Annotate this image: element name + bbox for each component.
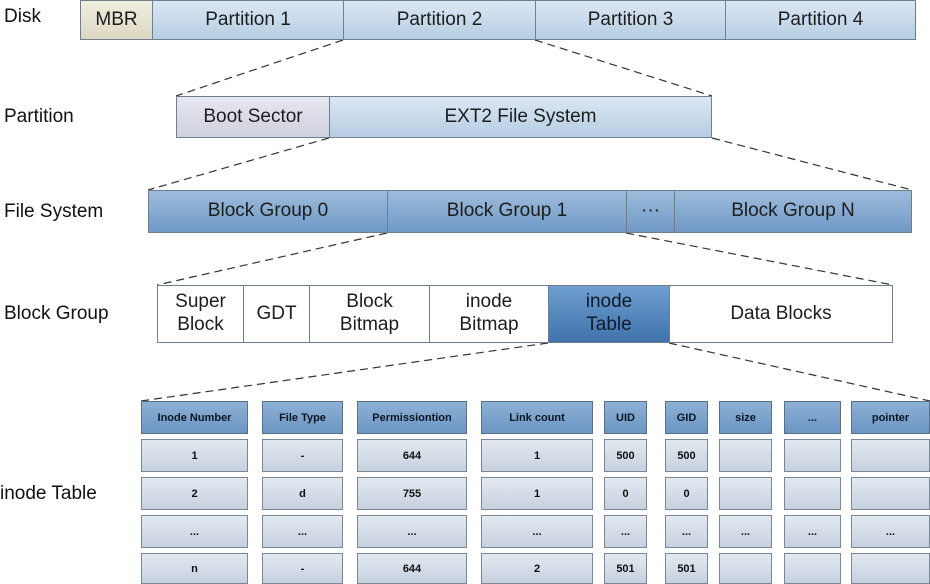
table-cell [719,477,772,510]
table-cell [784,477,841,510]
disk-partition-2: Partition 2 [343,0,536,40]
table-cell [851,439,930,472]
table-cell [851,553,930,584]
label-file-system: File System [4,201,104,222]
bg-inode-table-line1: inode [585,291,633,313]
connector-line [625,232,894,286]
bg-inode-bitmap: inode Bitmap [429,285,549,343]
table-cell [851,477,930,510]
fs-block-group-0: Block Group 0 [148,190,388,233]
bg-super-block-line1: Super [175,291,226,313]
connector-line [668,342,930,402]
table-cell: ... [719,515,772,548]
connector-line [534,39,713,97]
table-cell: n [141,553,248,584]
bg-inode-bitmap-line1: inode [465,291,513,313]
connector-line [140,342,549,402]
table-cell: - [262,553,343,584]
table-cell: 0 [665,477,708,510]
label-partition: Partition [4,106,74,127]
table-cell: 644 [357,439,467,472]
table-cell: 0 [604,477,647,510]
table-cell: ... [665,515,708,548]
table-cell: 501 [604,553,647,584]
disk-mbr: MBR [80,0,153,40]
table-cell: ... [604,515,647,548]
disk-partition-4: Partition 4 [725,0,916,40]
bg-super-block-line2: Block [177,314,224,335]
table-cell: 644 [357,553,467,584]
table-cell [784,439,841,472]
table-cell [784,553,841,584]
label-block-group: Block Group [4,303,109,324]
bg-gdt: GDT [243,285,310,343]
fs-block-group-1: Block Group 1 [387,190,627,233]
table-cell: 501 [665,553,708,584]
table-cell: ... [851,515,930,548]
bg-super-block: Super Block [157,285,244,343]
partition-ext2-file-system: EXT2 File System [329,96,712,138]
table-header-cell: ... [784,401,841,434]
table-cell: ... [481,515,593,548]
table-header-cell: Link count [481,401,593,434]
table-cell: - [262,439,343,472]
table-cell: ... [262,515,343,548]
partition-boot-sector: Boot Sector [176,96,330,138]
label-inode-table: inode Table [0,483,97,504]
table-cell: ... [784,515,841,548]
table-cell: 500 [665,439,708,472]
table-header-cell: Permissiontion [357,401,467,434]
table-header-cell: UID [604,401,647,434]
fs-ellipsis: ··· [626,190,675,233]
table-cell: 2 [141,477,248,510]
table-header-cell: size [719,401,772,434]
fs-block-group-n: Block Group N [674,190,912,233]
table-cell: ... [141,515,248,548]
table-cell: 1 [141,439,248,472]
bg-block-bitmap-line2: Bitmap [339,314,400,335]
table-header-cell: GID [665,401,708,434]
connector-line [147,137,330,191]
connector-line [175,39,344,97]
connector-line [711,137,913,191]
table-cell: 2 [481,553,593,584]
table-header-cell: Inode Number [141,401,248,434]
table-cell: d [262,477,343,510]
connector-line [156,232,388,286]
label-disk: Disk [4,6,41,27]
disk-partition-3: Partition 3 [535,0,726,40]
table-cell: 1 [481,477,593,510]
table-cell [719,439,772,472]
table-cell [719,553,772,584]
bg-block-bitmap: Block Bitmap [309,285,430,343]
table-cell: 755 [357,477,467,510]
bg-block-bitmap-line1: Block [346,291,393,313]
bg-inode-bitmap-line2: Bitmap [459,314,519,335]
bg-inode-table: inode Table [548,285,670,343]
table-header-cell: pointer [851,401,930,434]
table-header-cell: File Type [262,401,343,434]
bg-inode-table-line2: Table [586,314,632,335]
bg-data-blocks: Data Blocks [669,285,893,343]
table-cell: 1 [481,439,593,472]
table-cell: ... [357,515,467,548]
table-cell: 500 [604,439,647,472]
disk-partition-1: Partition 1 [152,0,344,40]
